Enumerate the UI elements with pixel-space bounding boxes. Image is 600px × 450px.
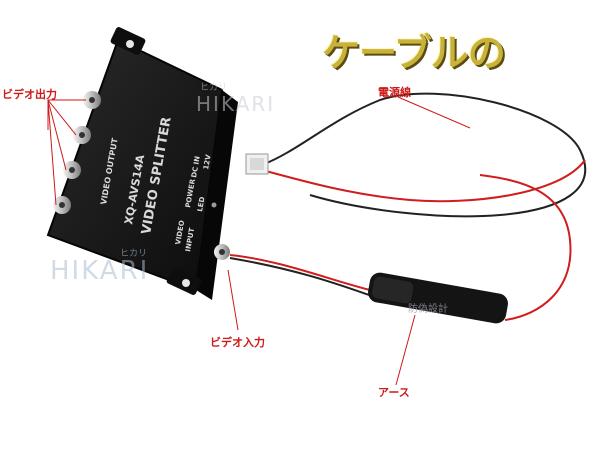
label-pointers [47,96,471,386]
voltage-caption: 12V [202,153,213,170]
rca-input-jack [214,244,230,260]
video-input-wire-black [229,257,373,297]
watermark-tagline: 防偽設計 [408,304,448,315]
led-caption: LED [196,196,207,212]
label-video-input: ビデオ入力 [210,336,265,349]
power-led [211,202,217,208]
watermark-kana-bottom: ヒカリ [120,249,148,259]
video-splitter-box: XQ-AVS14A VIDEO SPLITTER VIDEO OUTPUT PO… [46,27,238,300]
power-wire-red [261,159,586,203]
label-video-output: ビデオ出力 [2,88,57,101]
label-ground: アース [378,386,410,399]
dc-in-caption: DC IN [190,155,202,178]
watermark-brand-bottom: HIKARI [50,256,150,286]
power-connector [245,153,269,175]
ground-inline-plug [368,272,508,324]
watermark-kana-top: ヒカリ [200,83,228,93]
watermark-brand-top: HIKARI [196,92,276,116]
video-input-wire-red [229,174,572,321]
power-wire-black [261,92,587,218]
headline: ケーブルの [322,31,506,75]
label-power-line: 電源線 [378,86,411,99]
rca-output-jacks [53,91,101,214]
